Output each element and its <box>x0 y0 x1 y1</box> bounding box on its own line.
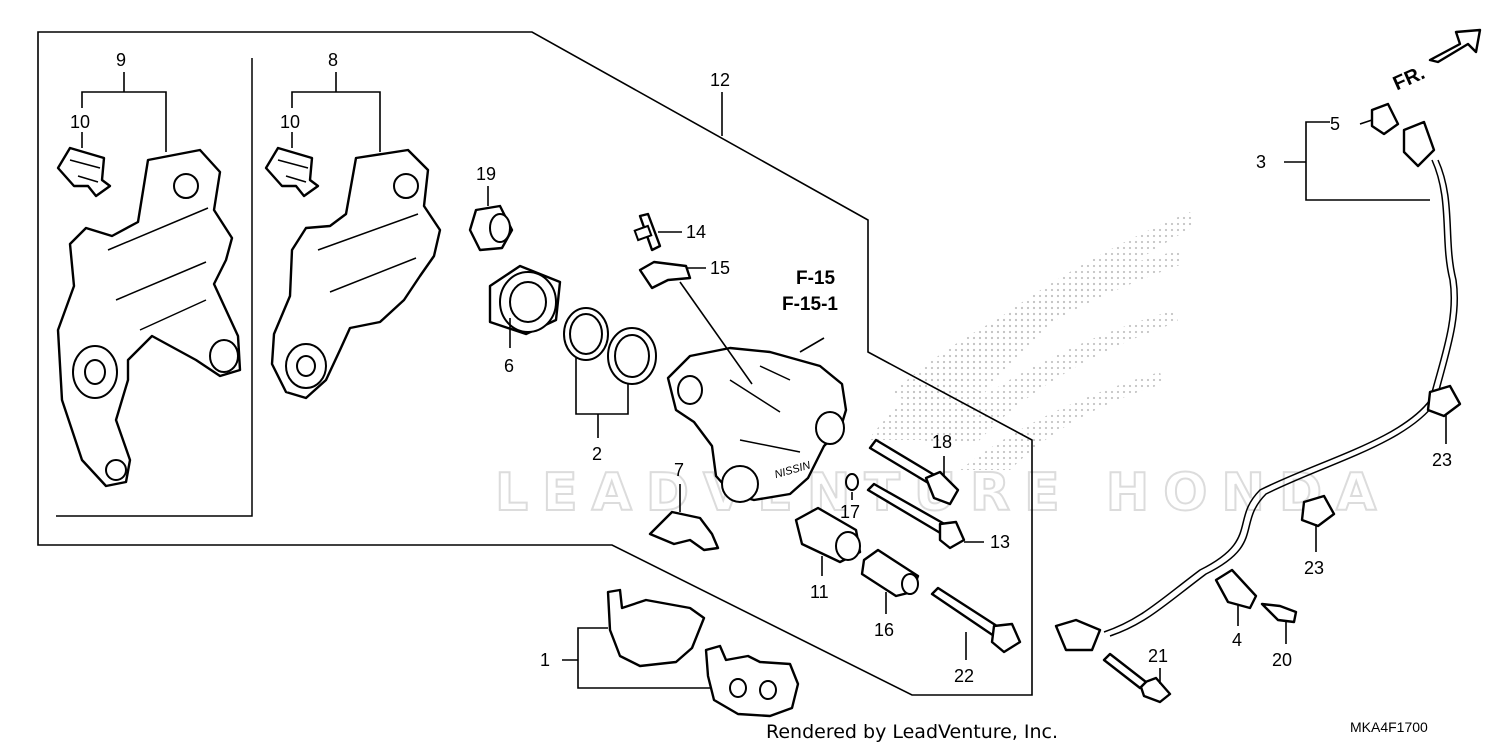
bracket-9 <box>56 148 242 488</box>
label-part-18: 18 <box>932 432 952 452</box>
label-part-4: 4 <box>1232 630 1242 650</box>
brake-pads-1 <box>606 588 800 718</box>
reference-f15: F-15 <box>796 268 836 289</box>
label-part-5: 5 <box>1330 114 1340 134</box>
label-part-1: 1 <box>540 650 550 670</box>
bolt-22 <box>930 586 1022 654</box>
seals-2 <box>563 307 657 385</box>
watermark-logo <box>868 212 1195 470</box>
leader-lines <box>81 72 1447 689</box>
bolt-20 <box>1260 602 1298 624</box>
label-part-19: 19 <box>476 164 496 184</box>
piston-6 <box>488 264 562 336</box>
ring-17 <box>845 473 859 491</box>
bracket-8 <box>270 148 442 400</box>
boot-11 <box>794 506 862 564</box>
pin-13 <box>866 482 966 550</box>
caliper-body: NISSIN <box>666 346 848 503</box>
label-part-17: 17 <box>840 502 860 522</box>
label-part-2: 2 <box>592 444 602 464</box>
label-part-3: 3 <box>1256 152 1266 172</box>
label-part-12: 12 <box>710 70 730 90</box>
spring-7 <box>648 510 720 552</box>
pad-spring-10b <box>264 146 320 198</box>
bleeder-14 <box>633 212 662 252</box>
label-part-16: 16 <box>874 620 894 640</box>
reference-f15-1: F-15-1 <box>782 294 838 315</box>
label-part-20: 20 <box>1272 650 1292 670</box>
clamp-23a <box>1426 384 1462 418</box>
front-label: FR. <box>1390 62 1428 95</box>
sensor-3 <box>1054 120 1459 652</box>
label-part-10b: 10 <box>280 112 300 132</box>
box-9 <box>56 58 253 517</box>
bolt-21 <box>1102 652 1172 704</box>
cap-15 <box>638 260 692 290</box>
sleeve-16 <box>860 548 920 598</box>
assembly-outline <box>37 31 1033 696</box>
boot-19 <box>468 204 514 252</box>
label-part-7: 7 <box>674 460 684 480</box>
label-part-14: 14 <box>686 222 706 242</box>
label-part-6: 6 <box>504 356 514 376</box>
label-part-21: 21 <box>1148 646 1168 666</box>
label-part-9: 9 <box>116 50 126 70</box>
cap-5 <box>1370 102 1400 136</box>
label-part-13: 13 <box>990 532 1010 552</box>
footer-credit: Rendered by LeadVenture, Inc. <box>766 721 1058 743</box>
label-part-23a: 23 <box>1432 450 1452 470</box>
pad-spring-10a <box>56 146 112 198</box>
diagram-code: MKA4F1700 <box>1350 719 1428 735</box>
label-part-23b: 23 <box>1304 558 1324 578</box>
front-direction-arrow: FR. <box>1390 28 1482 95</box>
stay-4 <box>1214 568 1258 610</box>
pin-18 <box>868 438 960 506</box>
label-part-8: 8 <box>328 50 338 70</box>
clamp-23b <box>1300 494 1336 528</box>
label-part-22: 22 <box>954 666 974 686</box>
label-part-15: 15 <box>710 258 730 278</box>
label-part-11: 11 <box>810 582 829 602</box>
label-part-10a: 10 <box>70 112 90 132</box>
